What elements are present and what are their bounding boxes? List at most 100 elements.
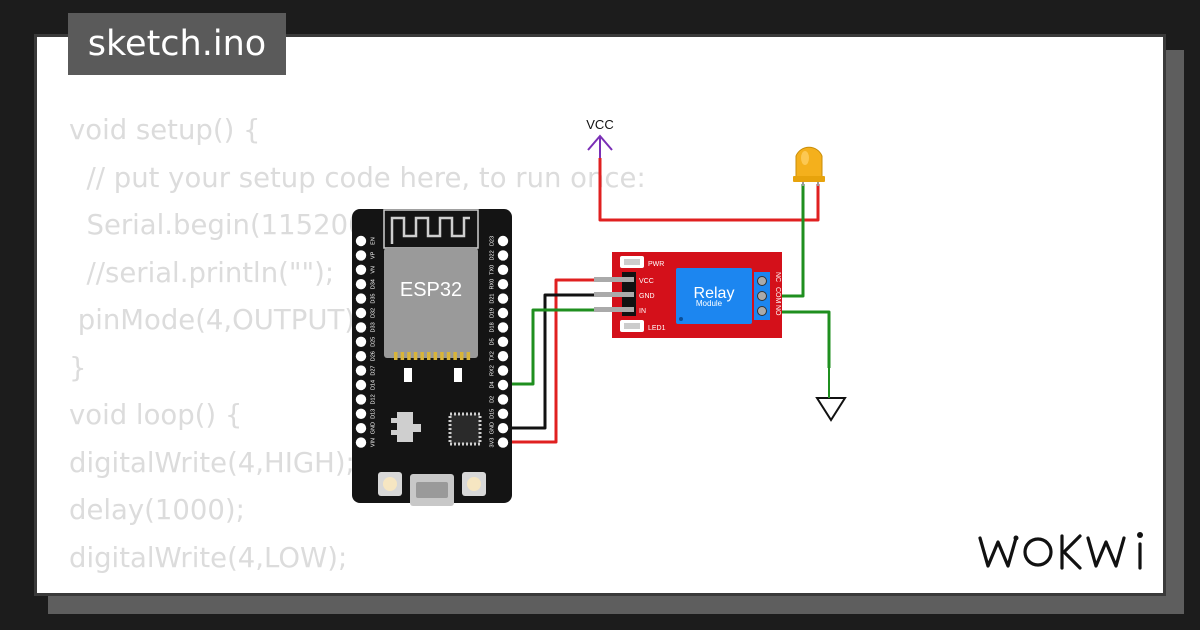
esp32-pin-label: GND (489, 422, 495, 434)
relay-pin-in: IN (639, 308, 646, 315)
esp32-right-pin[interactable] (497, 351, 509, 362)
relay-cube (676, 268, 752, 324)
esp32-right-pin[interactable] (497, 423, 509, 434)
wires (506, 158, 831, 444)
esp32-pin-label: D15 (489, 409, 495, 419)
file-tab[interactable]: sketch.ino (68, 13, 286, 75)
esp32-right-header (497, 235, 509, 448)
esp32-pin-label: D33 (370, 322, 376, 332)
esp32-right-pin[interactable] (497, 365, 509, 376)
esp32-pin-label: TX0 (489, 265, 495, 275)
code-preview: void setup() { // put your setup code he… (69, 107, 646, 582)
code-line: //serial.println(""); (69, 256, 335, 289)
esp32-label: ESP32 (400, 279, 462, 301)
relay-contact-com: COM (774, 287, 781, 304)
relay-contact-no: NO (774, 305, 781, 316)
esp32-right-pin[interactable] (497, 437, 509, 448)
esp32-pin-label: D2 (489, 396, 495, 403)
code-line: digitalWrite(4,HIGH); (69, 446, 355, 479)
esp32-left-pin[interactable] (355, 379, 367, 391)
esp32-right-pin[interactable] (497, 279, 509, 290)
esp32-pin-label: D27 (370, 366, 376, 376)
esp32-pin-label: D19 (489, 308, 495, 318)
esp32-left-pin[interactable] (355, 293, 367, 304)
esp32-right-pin[interactable] (497, 235, 509, 247)
boot-button[interactable] (378, 472, 402, 496)
code-line: // put your setup code here, to run once… (69, 161, 646, 194)
esp32-right-pin[interactable] (497, 322, 509, 333)
esp32-right-pin[interactable] (497, 408, 509, 419)
esp32-pin-label: VN (370, 266, 376, 274)
esp32-left-pin[interactable] (355, 235, 367, 247)
relay-module[interactable]: PWR LED1 VCC GND IN Relay Module NC COM … (594, 252, 782, 338)
esp32-left-pin[interactable] (355, 264, 367, 275)
preview-card: void setup() { // put your setup code he… (34, 34, 1166, 596)
esp32-pin-label: D18 (489, 322, 495, 332)
esp32-pin-label: D26 (370, 351, 376, 361)
relay-pwr-label: PWR (648, 261, 664, 268)
wire-no-to-ground (766, 310, 831, 368)
esp32-pin-label: 3V3 (489, 438, 495, 448)
code-line: Serial.begin(115200); (69, 209, 386, 241)
esp32-right-pin-labels: D23D22TX0RX0D21D19D18D5TX2RX2D4D2D15GND3… (489, 236, 495, 448)
esp32-pin-label: D5 (489, 338, 495, 345)
esp32-pin-label: D12 (370, 394, 376, 404)
esp32-left-pin[interactable] (355, 408, 367, 419)
esp32-right-pin[interactable] (497, 250, 509, 261)
esp32-pin-label: TX2 (489, 351, 495, 361)
wokwi-logo (978, 532, 1143, 570)
esp32-left-pin[interactable] (355, 336, 367, 347)
en-button[interactable] (462, 472, 486, 496)
led[interactable] (793, 146, 825, 186)
vcc-label: VCC (586, 117, 613, 132)
esp32-pin-label: D4 (489, 381, 495, 388)
relay-title: Relay (694, 285, 735, 302)
esp32-right-pin[interactable] (497, 336, 509, 347)
esp32-left-pin[interactable] (355, 423, 367, 434)
esp32-pin-label: D25 (370, 337, 376, 347)
wire-gnd-to-gnd (506, 293, 625, 430)
code-line: void loop() { (69, 399, 243, 431)
esp32-left-pin[interactable] (355, 250, 367, 261)
relay-pin-vcc: VCC (639, 278, 654, 285)
esp32-left-pin[interactable] (355, 307, 367, 319)
esp32-pin-label: D22 (489, 250, 495, 260)
esp32-pin-label: VIN (370, 438, 376, 447)
wire-vcc-to-led (598, 158, 820, 222)
esp32-pin-label: EN (370, 237, 376, 245)
esp32-pin-label: D35 (370, 294, 376, 304)
esp32-left-pin[interactable] (355, 322, 367, 333)
relay-pin-gnd: GND (639, 293, 655, 300)
esp32-right-pin[interactable] (497, 307, 509, 319)
esp32-pin-label: GND (370, 422, 376, 434)
esp32-right-pin[interactable] (497, 394, 509, 405)
esp32-left-pin[interactable] (355, 351, 367, 362)
esp32-left-header (355, 235, 367, 448)
esp32-right-pin[interactable] (497, 379, 509, 391)
ground-symbol (815, 397, 847, 422)
code-line: pinMode(4,OUTPUT); (69, 304, 365, 336)
esp32-pin-label: D14 (370, 380, 376, 390)
esp32-left-pin[interactable] (355, 437, 367, 448)
code-line: void setup() { (69, 114, 261, 146)
esp32-pin-label: VP (370, 251, 376, 259)
esp32-module-pins (394, 352, 471, 360)
esp32-left-pin[interactable] (355, 394, 367, 405)
esp32-pin-label: D23 (489, 236, 495, 246)
relay-subtitle: Module (696, 299, 723, 308)
esp32-pin-label: D34 (370, 279, 376, 289)
relay-led1-label: LED1 (648, 325, 666, 332)
esp32-pin-label: RX2 (489, 365, 495, 376)
wire-3v3-to-vcc (506, 278, 625, 444)
vcc-symbol: VCC (586, 117, 614, 158)
esp32-left-pin[interactable] (355, 279, 367, 290)
esp32-right-pin[interactable] (497, 264, 509, 275)
wire-d4-to-in (506, 308, 625, 386)
esp32-pin-label: D13 (370, 409, 376, 419)
esp32-board[interactable]: ESP32 ENVPVND34D35D32D33D25D26D27D14D12D… (352, 209, 512, 506)
code-line: digitalWrite(4,LOW); (69, 541, 348, 574)
esp32-left-pin[interactable] (355, 365, 367, 376)
esp32-pin-label: RX0 (489, 279, 495, 290)
esp32-right-pin[interactable] (497, 293, 509, 304)
